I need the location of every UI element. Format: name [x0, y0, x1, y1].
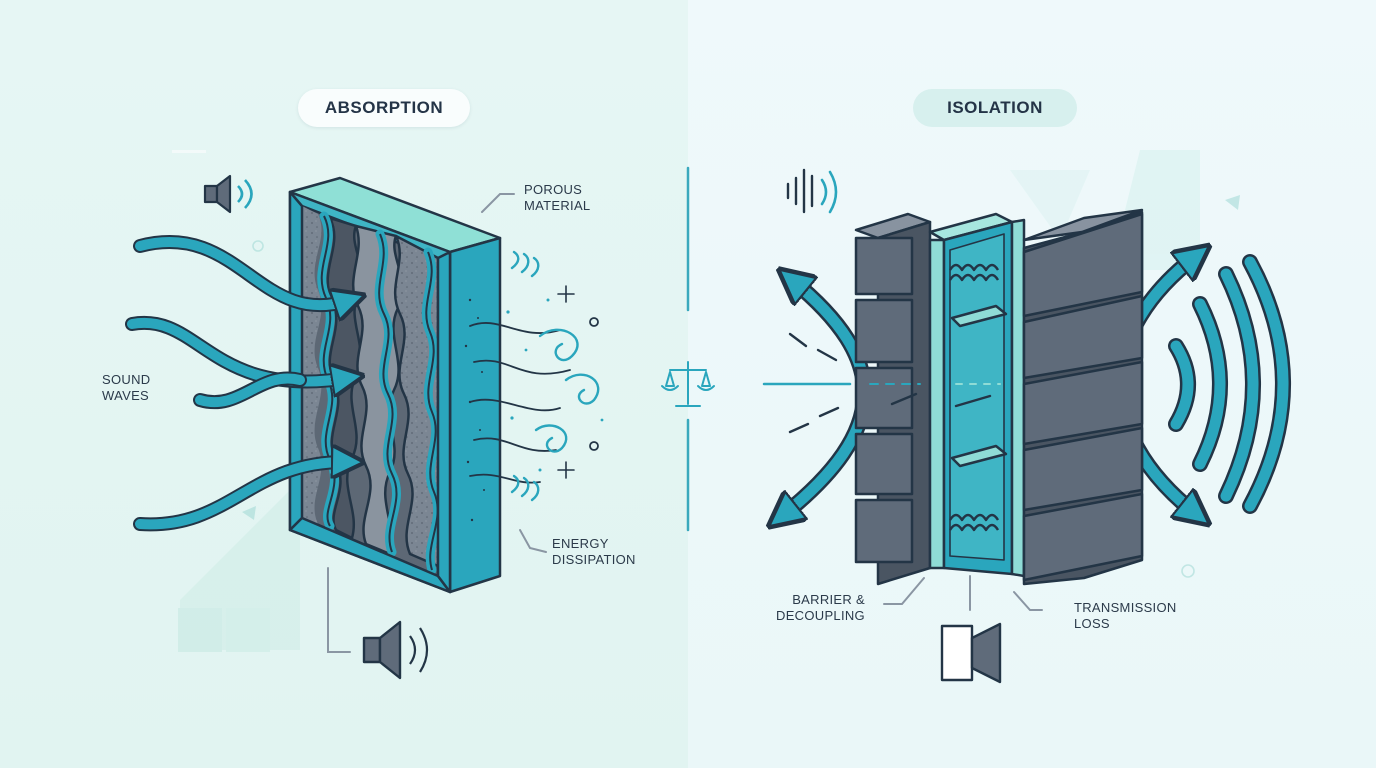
label-energy-dissipation: ENERGY DISSIPATION — [552, 536, 636, 567]
barrier-wall-right — [1022, 208, 1144, 586]
swirl-icon — [564, 373, 600, 405]
label-porous-material: POROUS MATERIAL — [524, 182, 591, 213]
decoupling-layers — [928, 212, 1026, 578]
waveform-icon — [786, 168, 838, 214]
absorption-leader-lines — [327, 193, 547, 653]
absorption-title: ABSORPTION — [298, 89, 470, 127]
speaker-icon — [362, 620, 429, 680]
label-barrier-decoupling: BARRIER & DECOUPLING — [776, 592, 865, 623]
swirl-icon — [538, 328, 579, 362]
speaker-icon — [203, 174, 253, 214]
label-sound-waves: SOUND WAVES — [102, 372, 151, 403]
balance-scale-icon — [661, 361, 715, 407]
transmission-beam — [762, 332, 1001, 434]
isolation-title: ISOLATION — [913, 89, 1077, 127]
background-shapes — [172, 150, 1240, 652]
swirl-icon — [534, 424, 568, 453]
sparkle-icon — [557, 285, 575, 479]
label-transmission-loss: TRANSMISSION LOSS — [1074, 600, 1177, 631]
spring-icon — [948, 513, 1000, 532]
reflected-arrows-left — [782, 280, 873, 516]
transmitted-sound-arcs — [1168, 254, 1291, 514]
incoming-sound-waves — [125, 235, 350, 532]
isolation-leader-lines — [883, 575, 1043, 611]
energy-dissipation-wisps — [469, 250, 604, 502]
speaker-icon — [940, 622, 1002, 684]
spring-icon — [948, 263, 1000, 282]
barrier-wall-left — [854, 212, 932, 586]
